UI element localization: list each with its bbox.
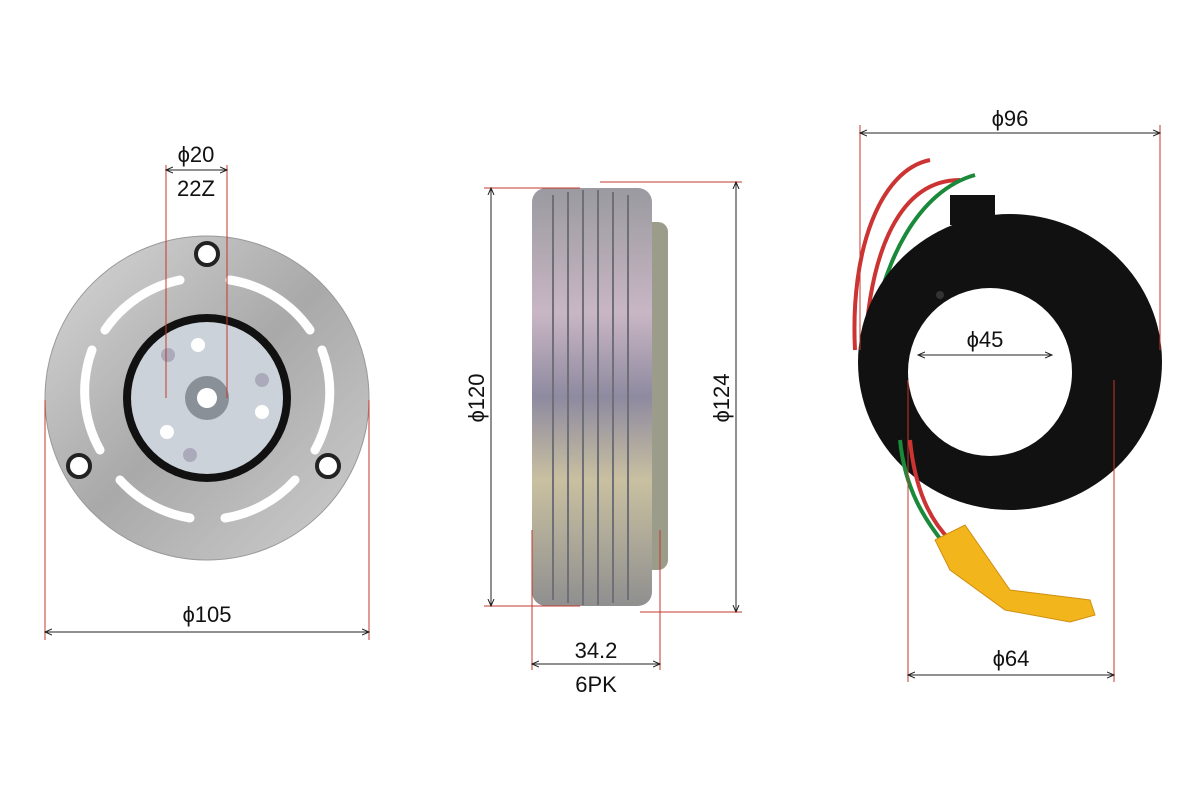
hub-outer-diameter-label: ϕ105: [182, 602, 231, 627]
pulley: [532, 188, 668, 606]
pulley-width-label: 34.2: [575, 638, 618, 663]
coil-outer-diameter-label: ϕ96: [992, 106, 1029, 131]
coil: [852, 158, 1162, 623]
hub-plate: [44, 235, 370, 561]
coil-inner-diameter-label: ϕ45: [967, 327, 1004, 352]
hub-spline-label: 22Z: [177, 176, 215, 201]
pulley-groove-label: 6PK: [575, 672, 617, 697]
pulley-outer-diameter-label: ϕ120: [464, 373, 489, 422]
pulley-flange-diameter-label: ϕ124: [709, 373, 734, 422]
hub-shaft-diameter-label: ϕ20: [178, 142, 215, 167]
coil-bore-diameter-label: ϕ64: [993, 646, 1030, 671]
